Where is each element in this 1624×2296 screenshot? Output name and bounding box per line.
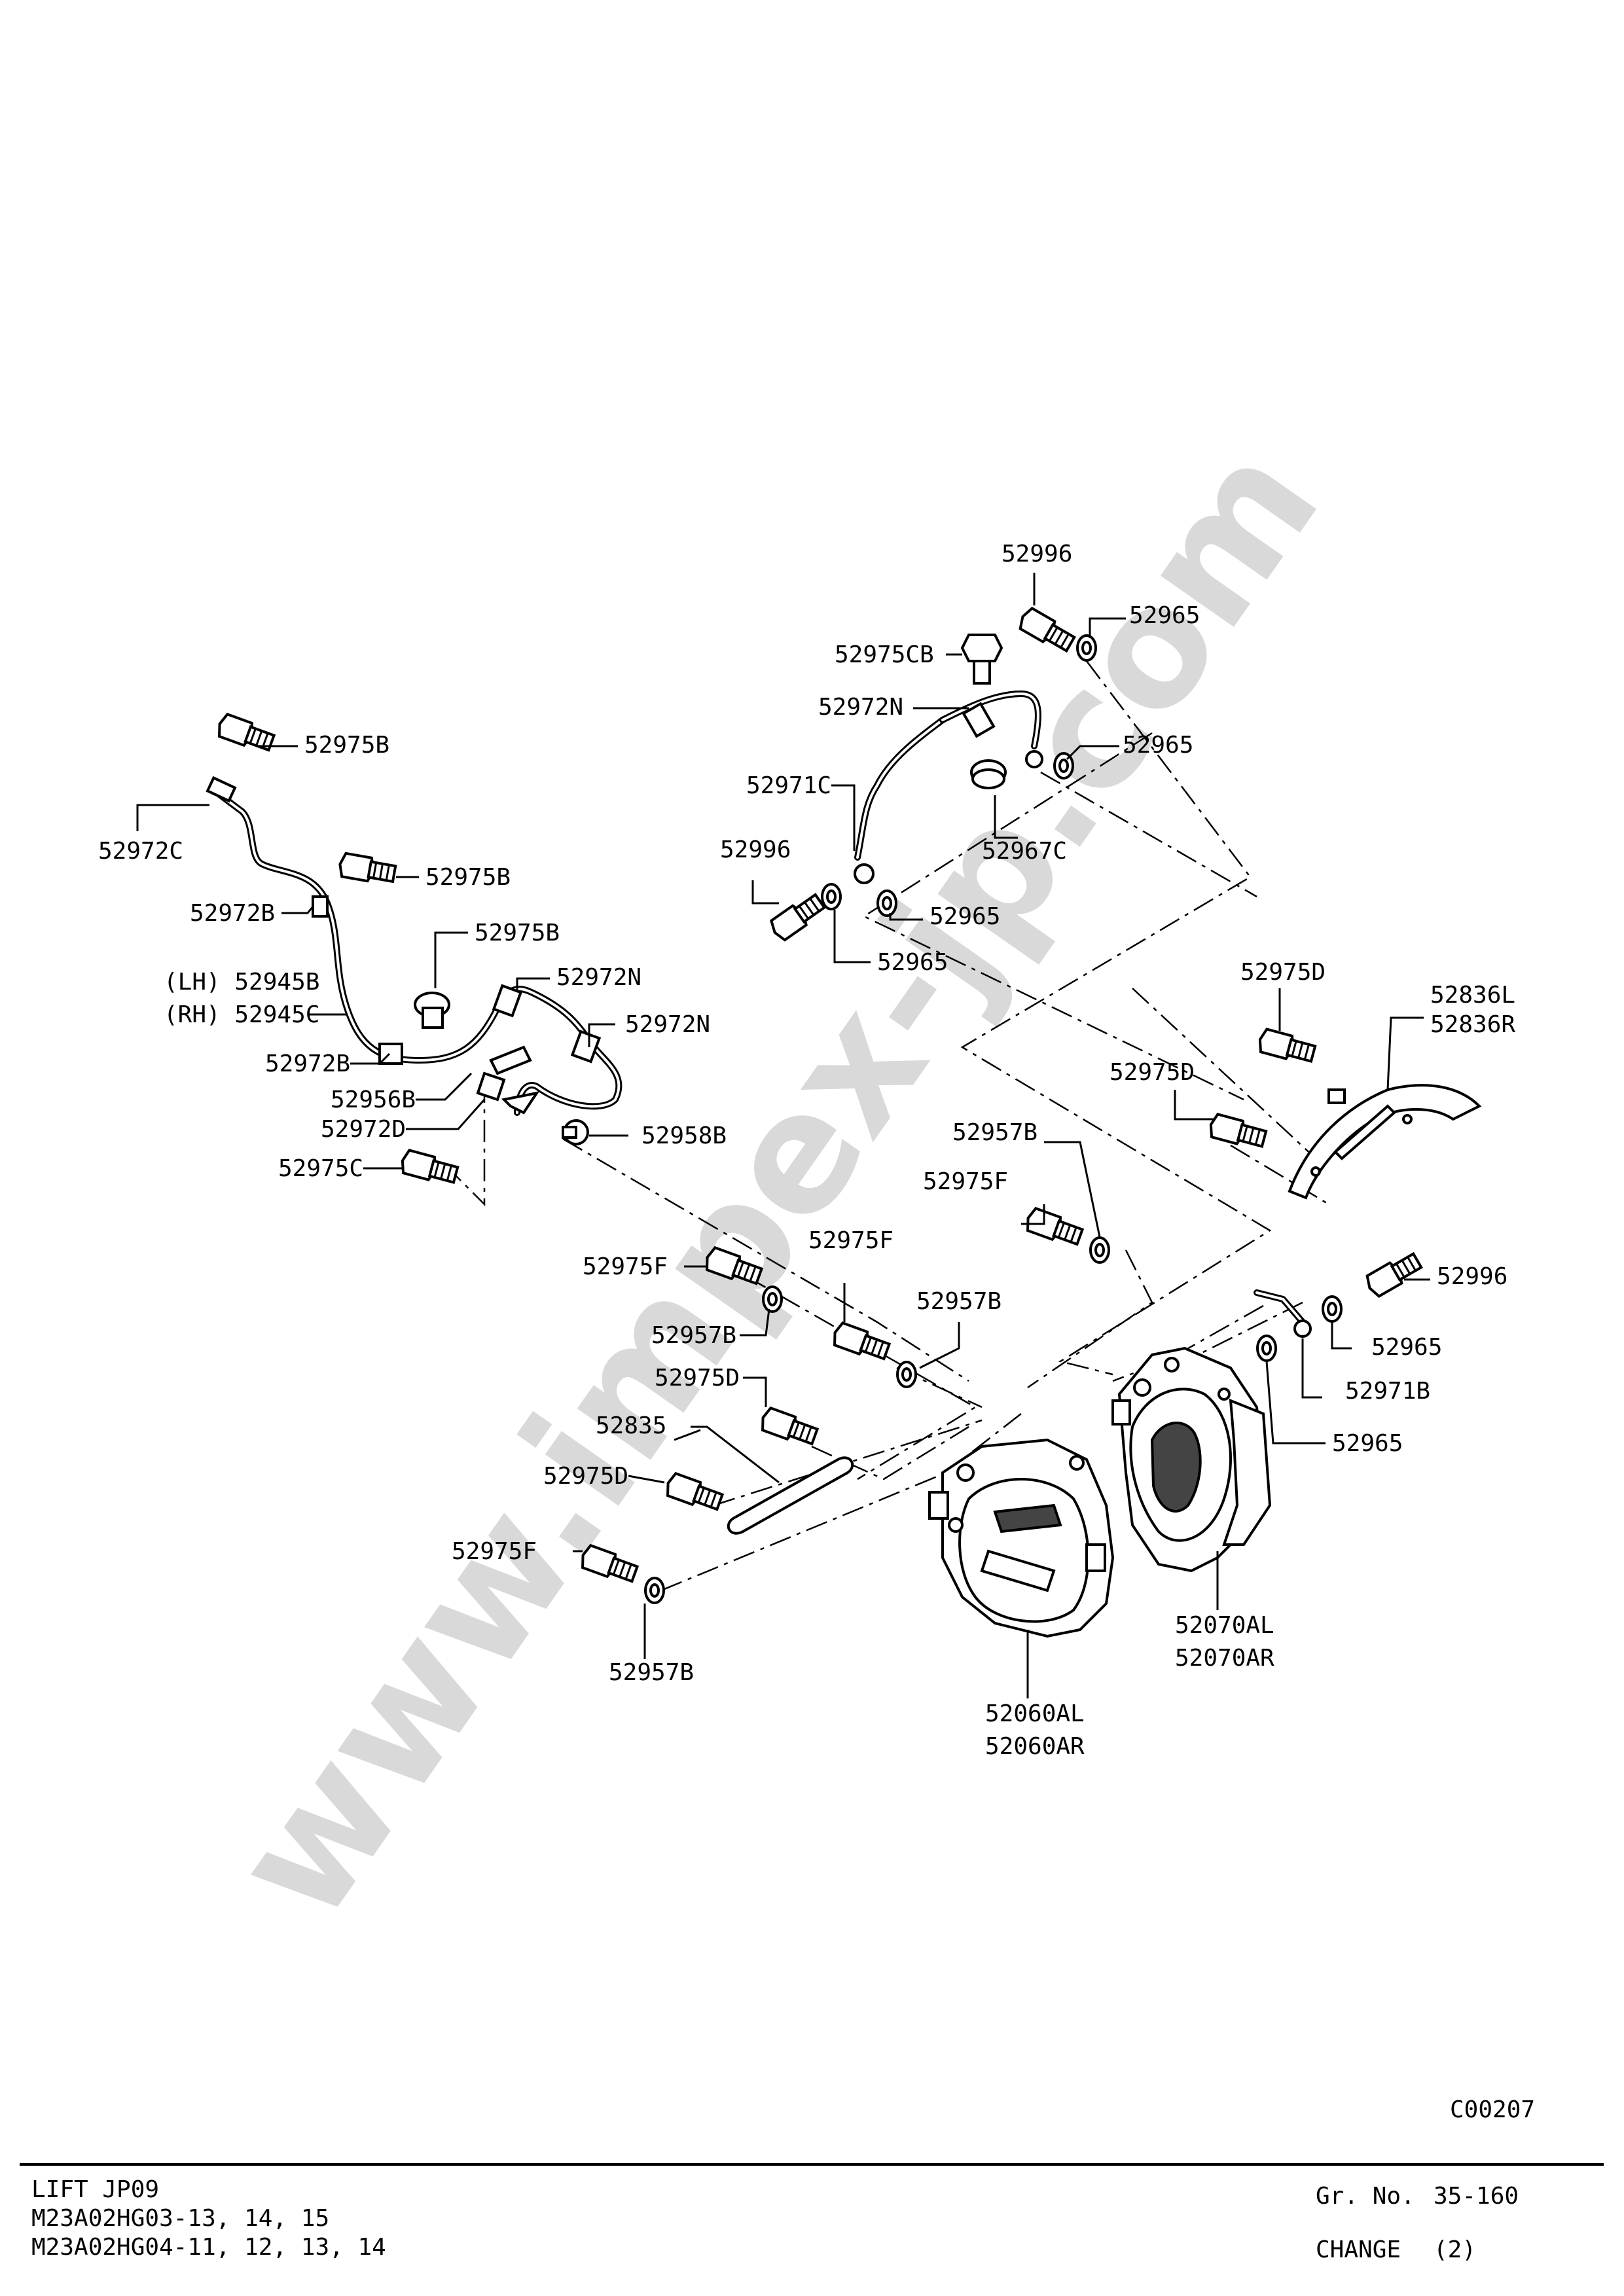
label-52971B: 52971B bbox=[1345, 1378, 1430, 1405]
bolt-52975D-d bbox=[662, 1471, 725, 1515]
bolt-52975B-b bbox=[336, 851, 398, 887]
label-52975CB: 52975CB bbox=[835, 641, 934, 668]
caliper-52060A bbox=[928, 1438, 1115, 1638]
footer-model: LIFT JP09 bbox=[31, 2176, 160, 2203]
bolt-52975F-a bbox=[1022, 1206, 1085, 1249]
leader-lines bbox=[136, 573, 1430, 1698]
caliper-52070A bbox=[1111, 1346, 1272, 1573]
bolt-52975F-c bbox=[829, 1320, 892, 1364]
grommet-52967C bbox=[970, 759, 1007, 789]
label-52975F-c: 52975F bbox=[808, 1227, 893, 1254]
fitting-52958B bbox=[562, 1119, 589, 1145]
bolt-52975B-a bbox=[214, 711, 277, 755]
label-52975D-b: 52975D bbox=[1110, 1059, 1195, 1086]
label-52836R: 52836R bbox=[1430, 1011, 1515, 1038]
label-52975D-d: 52975D bbox=[543, 1463, 628, 1490]
label-52975D-a: 52975D bbox=[1240, 959, 1326, 986]
washer-52965-e bbox=[1322, 1295, 1343, 1323]
label-52958B: 52958B bbox=[641, 1122, 727, 1149]
label-52836L: 52836L bbox=[1430, 982, 1515, 1009]
label-52972B-b: 52972B bbox=[265, 1050, 350, 1077]
bolt-52996-r bbox=[1362, 1249, 1425, 1300]
label-52971C: 52971C bbox=[746, 772, 831, 799]
washer-52957B-b bbox=[762, 1285, 783, 1313]
bolt-52975CB bbox=[960, 634, 1003, 685]
label-52996-top: 52996 bbox=[1001, 541, 1072, 567]
label-52975C: 52975C bbox=[278, 1155, 363, 1182]
footer-rule bbox=[20, 2163, 1604, 2166]
label-52972D: 52972D bbox=[321, 1116, 406, 1143]
part-labels: 52996 52965 52975CB 52972N 52965 52971C … bbox=[98, 541, 1535, 2123]
label-52070AR: 52070AR bbox=[1175, 1645, 1274, 1672]
label-52975B-c: 52975B bbox=[475, 920, 560, 946]
label-52957B-a: 52957B bbox=[952, 1119, 1038, 1146]
label-52975F-d: 52975F bbox=[452, 1538, 537, 1565]
washer-52957B-c bbox=[896, 1361, 917, 1388]
diagram-code: C00207 bbox=[1450, 2096, 1535, 2123]
footer-change-value: (2) bbox=[1434, 2236, 1477, 2263]
label-52965-a: 52965 bbox=[1129, 602, 1200, 629]
label-52945C-rh: (RH) 52945C bbox=[164, 1001, 319, 1028]
washer-52957B-a bbox=[1089, 1236, 1110, 1264]
washer-52965-a bbox=[1076, 634, 1097, 662]
bolt-52975D-a bbox=[1255, 1026, 1318, 1067]
plate-52835 bbox=[727, 1456, 854, 1535]
label-52965-d: 52965 bbox=[877, 949, 948, 976]
label-52060AR: 52060AR bbox=[985, 1733, 1085, 1760]
footer-change-label: CHANGE bbox=[1316, 2236, 1401, 2263]
washer-52965-f bbox=[1256, 1335, 1277, 1362]
bolt-52996-mid bbox=[767, 889, 828, 944]
watermark-text: www.impex-jp.com bbox=[196, 411, 1356, 1952]
label-52956B: 52956B bbox=[331, 1086, 416, 1113]
label-52835: 52835 bbox=[596, 1412, 666, 1439]
label-52972B-a: 52972B bbox=[190, 900, 275, 927]
label-52975B-a: 52975B bbox=[304, 732, 389, 759]
label-52957B-d: 52957B bbox=[609, 1659, 694, 1686]
label-52965-c: 52965 bbox=[929, 903, 1000, 930]
label-52972C: 52972C bbox=[98, 838, 183, 865]
bolt-52975C bbox=[398, 1147, 460, 1188]
label-52965-f: 52965 bbox=[1332, 1430, 1403, 1457]
shield-52836 bbox=[1288, 1084, 1482, 1200]
label-52975F-a: 52975F bbox=[923, 1168, 1008, 1195]
label-52996-mid: 52996 bbox=[720, 836, 791, 863]
hose-52971B bbox=[1254, 1289, 1312, 1338]
label-52060AL: 52060AL bbox=[985, 1700, 1085, 1727]
footer-gr-label: Gr. No. bbox=[1316, 2183, 1415, 2210]
bolt-52975D-c bbox=[757, 1405, 820, 1449]
label-52965-e: 52965 bbox=[1371, 1334, 1442, 1361]
washer-52965-c bbox=[821, 883, 842, 910]
footer-line3: M23A02HG04-11, 12, 13, 14 bbox=[31, 2234, 386, 2261]
label-52972N-b: 52972N bbox=[625, 1011, 710, 1038]
bolt-52975B-c bbox=[414, 992, 450, 1029]
footer-gr-value: 35-160 bbox=[1434, 2183, 1519, 2210]
label-52945B-lh: (LH) 52945B bbox=[164, 969, 319, 996]
washer-52965-d bbox=[876, 889, 897, 917]
label-52975B-b: 52975B bbox=[425, 864, 511, 891]
label-52975F-b: 52975F bbox=[583, 1253, 668, 1280]
brake-line-52945 bbox=[206, 776, 623, 1116]
bolt-52975D-b bbox=[1206, 1111, 1269, 1152]
label-52967C: 52967C bbox=[982, 838, 1067, 865]
label-52957B-c: 52957B bbox=[651, 1322, 736, 1349]
label-52972N-a: 52972N bbox=[556, 964, 641, 991]
label-52972N-top: 52972N bbox=[818, 694, 903, 721]
label-52965-b: 52965 bbox=[1123, 732, 1193, 759]
washer-52957B-d bbox=[644, 1577, 665, 1604]
label-52957B-b: 52957B bbox=[916, 1288, 1001, 1315]
label-52996-r: 52996 bbox=[1437, 1263, 1507, 1290]
label-52070AL: 52070AL bbox=[1175, 1612, 1274, 1639]
label-52975D-c: 52975D bbox=[655, 1365, 740, 1391]
footer-line2: M23A02HG03-13, 14, 15 bbox=[31, 2205, 330, 2232]
